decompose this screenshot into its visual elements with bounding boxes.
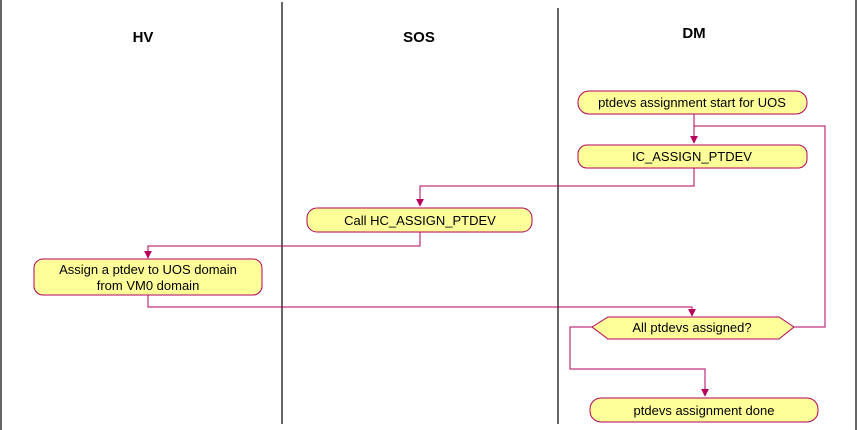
node-assign-ptdev-shape [33,258,263,296]
node-done-label: ptdevs assignment done [634,403,775,418]
node-done-shape [589,397,819,423]
flow-hc-assign-to-assign-ptdev [144,232,421,259]
flow-assign-ptdev-to-decision [147,295,696,317]
node-ic-assign-label: IC_ASSIGN_PTDEV [632,149,752,164]
node-hc-assign: Call HC_ASSIGN_PTDEV [306,207,533,233]
flow-ic-assign-to-hc-assign [416,168,695,207]
lane-title-dm: DM [682,25,705,42]
node-decision-shape [591,316,795,340]
lane-title-sos: SOS [403,29,435,46]
node-start-shape [577,90,808,115]
flow-decision-to-done [569,326,709,397]
node-ic-assign-shape [577,144,808,169]
node-hc-assign-shape [306,207,533,233]
flow-decision-loop-back [694,125,826,328]
node-assign-ptdev: Assign a ptdev to UOS domain from VM0 do… [33,258,263,296]
node-hc-assign-label: Call HC_ASSIGN_PTDEV [344,213,496,228]
node-start: ptdevs assignment start for UOS [577,90,808,115]
lane-title-hv: HV [133,29,154,46]
node-ic-assign: IC_ASSIGN_PTDEV [577,144,808,169]
node-done: ptdevs assignment done [589,397,819,423]
node-assign-ptdev-label-line1: Assign a ptdev to UOS domain [59,262,237,277]
node-assign-ptdev-label-line2: from VM0 domain [97,278,200,293]
node-start-label: ptdevs assignment start for UOS [598,95,786,110]
node-decision: All ptdevs assigned? [591,316,795,340]
node-decision-label: All ptdevs assigned? [632,320,751,335]
